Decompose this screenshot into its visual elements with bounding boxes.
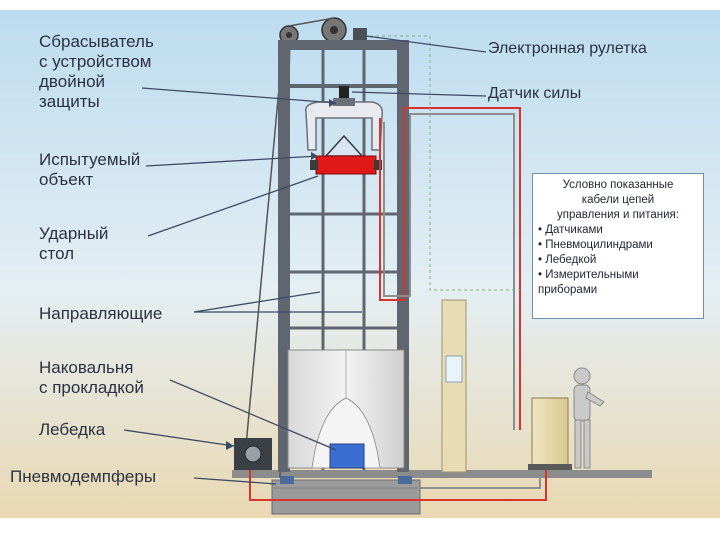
pneumo-damper-left: [280, 476, 294, 484]
label-guides: Направляющие: [39, 304, 162, 324]
legend-item-instruments: • Измерительными приборами: [538, 268, 698, 298]
legend-item-winch: • Лебедкой: [538, 253, 698, 268]
pneumo-damper-right: [398, 476, 412, 484]
cable-legend-box: Условно показанные кабели цепей управлен…: [532, 173, 704, 319]
legend-item-pneumocylinders: • Пневмоцилиндрами: [538, 238, 698, 253]
control-cabinet: [532, 398, 568, 466]
force-sensor: [339, 86, 349, 98]
foundation: [272, 480, 420, 514]
measurement-pillar: [442, 300, 466, 472]
label-force-sensor: Датчик силы: [488, 85, 581, 103]
label-dropper: Сбрасыватель с устройством двойной защит…: [39, 32, 154, 112]
impact-table: [316, 156, 376, 174]
tape-unit: [353, 28, 367, 40]
anvil: [330, 444, 364, 468]
label-pneumo-dampers: Пневмодемпферы: [10, 467, 156, 487]
label-anvil: Наковальня с прокладкой: [39, 358, 144, 398]
label-winch: Лебедка: [39, 420, 105, 440]
legend-title: Условно показанные кабели цепей управлен…: [538, 178, 698, 223]
label-test-object: Испытуемый объект: [39, 150, 140, 190]
tower-top-beam: [278, 40, 409, 50]
legend-item-sensors: • Датчиками: [538, 223, 698, 238]
label-electronic-tape: Электронная рулетка: [488, 40, 647, 58]
label-impact-table: Ударный стол: [39, 224, 108, 264]
